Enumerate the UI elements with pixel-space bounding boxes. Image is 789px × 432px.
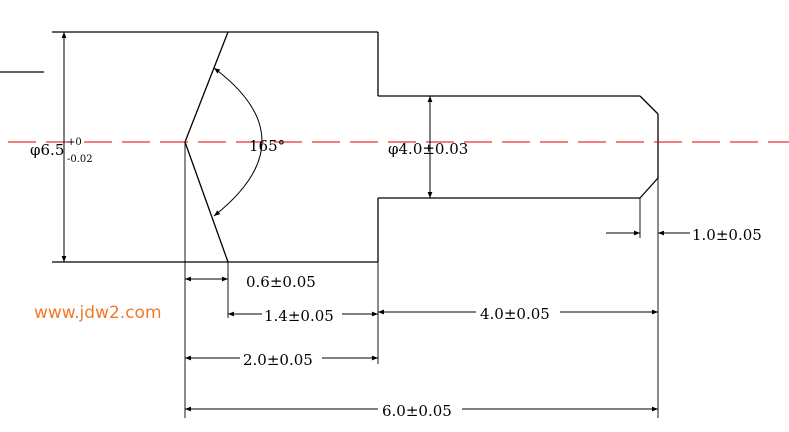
head-length-label: 2.0±0.05 (243, 351, 313, 369)
part-outline (0, 31, 659, 263)
inner-diameter-label: φ4.0±0.03 (388, 140, 468, 158)
chamfer-width-label: 1.0±0.05 (692, 226, 762, 244)
angle-label: 165° (249, 137, 285, 155)
total-length-label: 6.0±0.05 (382, 402, 452, 420)
outer-tolerance-lower: -0.02 (67, 154, 93, 165)
extension-lines (184, 142, 659, 418)
watermark-text: www.jdw2.com (34, 303, 162, 323)
outer-diameter-label: φ6.5 (30, 141, 64, 159)
outer-tolerance-upper: +0 (67, 137, 82, 148)
angle-arc (213, 67, 263, 217)
tip-width-label: 0.6±0.05 (246, 273, 316, 291)
shank-length-label: 4.0±0.05 (480, 305, 550, 323)
cone-length-label: 1.4±0.05 (264, 307, 334, 325)
